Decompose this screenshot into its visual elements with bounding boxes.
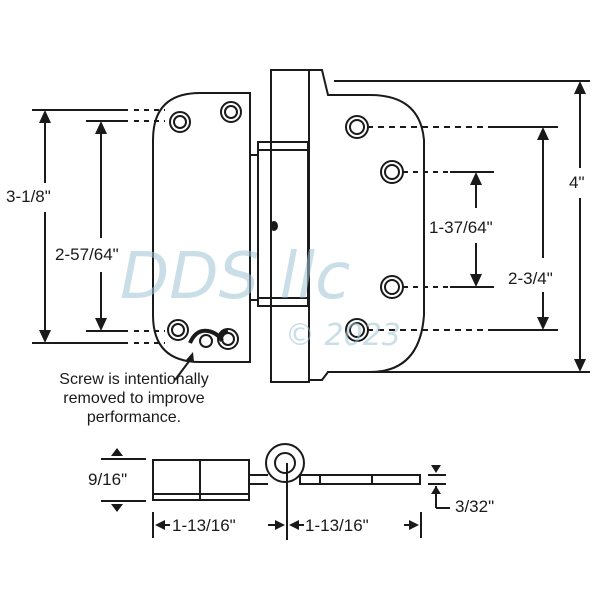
side-view bbox=[152, 443, 421, 501]
dim-9-16: 9/16" bbox=[88, 470, 128, 489]
dim-2-3-4: 2-3/4" bbox=[508, 269, 553, 288]
screw-note-line1: Screw is intentionally bbox=[59, 371, 209, 388]
dim-1-37-64: 1-37/64" bbox=[429, 218, 493, 237]
dim-1-13-16-right: 1-13/16" bbox=[305, 516, 369, 535]
dim-4-overall: 4" bbox=[569, 173, 585, 192]
screw-note-line3: performance. bbox=[86, 409, 182, 426]
left-leaf bbox=[152, 92, 251, 363]
screw-note: Screw is intentionally removed to improv… bbox=[24, 370, 244, 427]
watermark-copyright: © 2023 bbox=[285, 318, 401, 353]
dim-3-32: 3/32" bbox=[455, 497, 495, 516]
knuckle-barrel bbox=[257, 141, 309, 307]
screw-note-line2: removed to improve bbox=[63, 390, 205, 407]
dim-1-13-16-left: 1-13/16" bbox=[172, 516, 236, 535]
dim-3-1-8: 3-1/8" bbox=[6, 187, 51, 206]
dim-2-57-64: 2-57/64" bbox=[55, 245, 119, 264]
watermark-logo: DDS llc bbox=[120, 240, 351, 314]
